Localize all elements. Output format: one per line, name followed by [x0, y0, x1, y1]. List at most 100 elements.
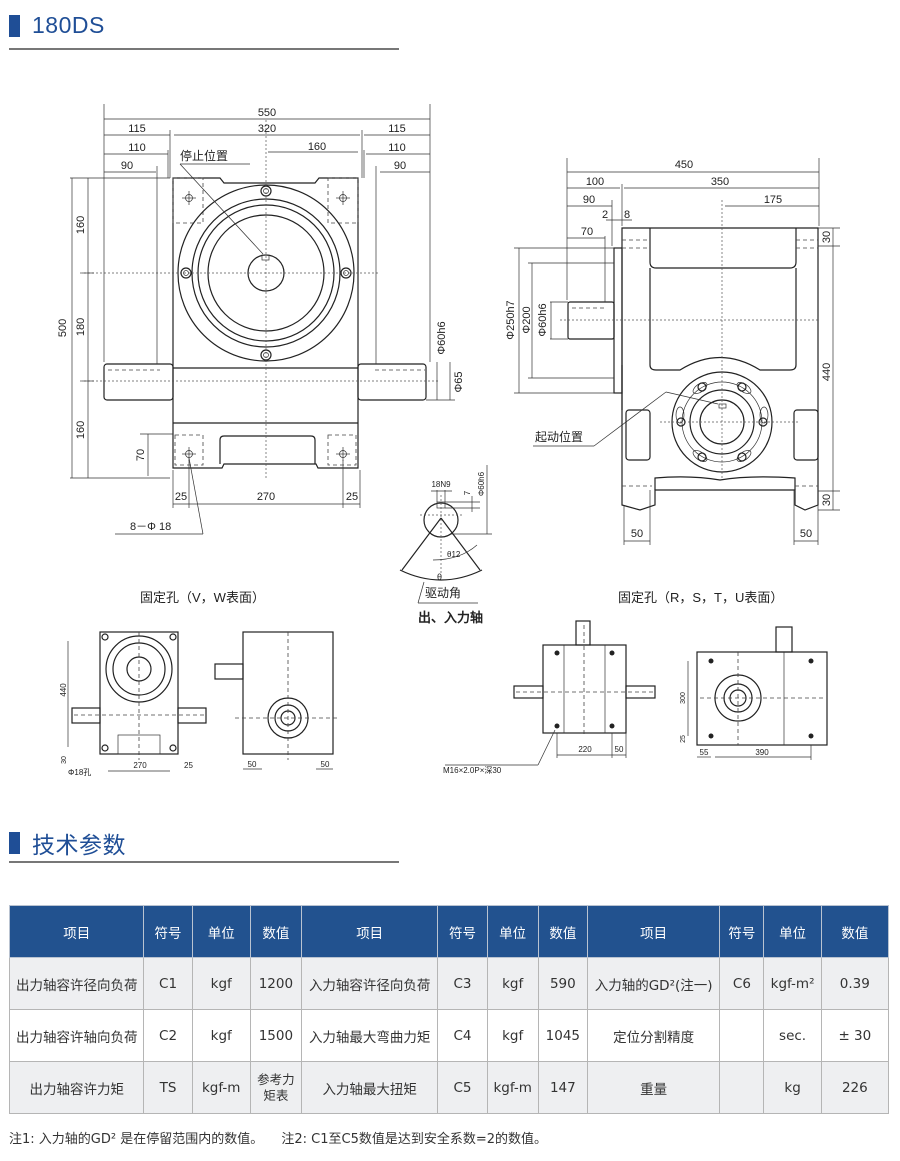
table-cell: C1: [143, 957, 193, 1010]
section-divider: [9, 48, 399, 50]
header-cell: 单位: [763, 905, 822, 958]
dim-phi250h7: Φ250h7: [505, 300, 517, 339]
dim-115-right: 115: [388, 123, 406, 135]
technical-drawing: 550 115 320 115 110 160 110 90 90 停止位置 5…: [57, 104, 840, 777]
header-cell: 数值: [249, 905, 302, 958]
table-cell: kgf-m: [486, 1061, 539, 1114]
table-cell: 重量: [586, 1061, 721, 1114]
table-cell: [719, 1061, 765, 1114]
dim-2: 2: [602, 209, 608, 221]
dim-110-right: 110: [388, 142, 406, 154]
table-cell: 出力轴容许径向负荷: [8, 957, 145, 1010]
dim-110-left: 110: [128, 142, 146, 154]
header-cell: 单位: [486, 905, 539, 958]
rstu-dim-50: 50: [615, 745, 624, 754]
spec-table: 项目 符号 单位 数值 项目 符号 单位 数值 项目 符号 单位 数值 出力轴容…: [8, 905, 890, 1114]
table-row: 出力轴容许径向负荷 C1 kgf 1200 入力轴容许径向负荷 C3 kgf 5…: [8, 957, 890, 1010]
table-cell: 147: [537, 1061, 588, 1114]
dim-100: 100: [586, 176, 604, 188]
table-cell: C4: [437, 1009, 488, 1062]
note-1: 注1: 入力轴的GD² 是在停留范围内的数值。: [9, 1132, 264, 1147]
table-cell: 590: [537, 957, 588, 1010]
dim-25-left: 25: [175, 491, 187, 503]
keyway-label: 18N9: [431, 480, 451, 489]
dim-70: 70: [135, 449, 147, 461]
header-cell: 符号: [437, 905, 488, 958]
table-cell: TS: [143, 1061, 193, 1114]
model-title: 180DS: [32, 12, 105, 38]
hole-label: 8－Φ 18: [130, 521, 171, 533]
vw-dim-440: 440: [59, 683, 68, 697]
dim-phi200: Φ200: [521, 306, 533, 333]
dim-440: 440: [821, 363, 833, 381]
rstu-caption: 固定孔（R，S，T，U表面）: [618, 590, 783, 605]
table-row: 出力轴容许轴向负荷 C2 kgf 1500 入力轴最大弯曲力矩 C4 kgf 1…: [8, 1009, 890, 1062]
table-cell: kgf-m: [191, 1061, 251, 1114]
header-cell: 项目: [8, 905, 145, 958]
rstu-dim-55: 55: [700, 748, 709, 757]
vw-caption: 固定孔（V，W表面）: [140, 590, 265, 605]
dim-8: 8: [624, 209, 630, 221]
dim-25-right: 25: [346, 491, 358, 503]
header-cell: 项目: [586, 905, 721, 958]
dim-90: 90: [583, 194, 595, 206]
dim-90-left: 90: [121, 160, 133, 172]
dim-160-top: 160: [75, 216, 87, 234]
dim-90-right: 90: [394, 160, 406, 172]
thread-label: M16×2.0P×深30: [443, 766, 502, 775]
note-2: 注2: C1至C5数值是达到安全系数=2的数值。: [281, 1132, 548, 1147]
section-header-model: 180DS: [9, 12, 105, 39]
specs-title: 技术参数: [32, 832, 126, 858]
dim-175: 175: [764, 194, 782, 206]
table-cell: kgf: [191, 957, 251, 1010]
table-cell: 0.39: [820, 957, 890, 1010]
vw-dim-25: 25: [184, 761, 193, 770]
table-cell: C3: [437, 957, 488, 1010]
table-cell: 入力轴容许径向负荷: [300, 957, 439, 1010]
table-cell: 定位分割精度: [586, 1009, 721, 1062]
stop-position-label: 停止位置: [180, 148, 228, 163]
dim-350: 350: [711, 176, 729, 188]
table-cell: kg: [763, 1061, 822, 1114]
rstu-dim-220: 220: [578, 745, 592, 754]
table-cell: 参考力矩表: [249, 1061, 302, 1114]
header-cell: 符号: [143, 905, 193, 958]
header-cell: 数值: [537, 905, 588, 958]
accent-bar: [9, 14, 20, 37]
angle-label: θ12: [447, 550, 461, 559]
table-cell: 1500: [249, 1009, 302, 1062]
header-cell: 符号: [719, 905, 765, 958]
table-cell: 入力轴的GD²(注一): [586, 957, 721, 1010]
dim-450: 450: [675, 159, 693, 171]
section-divider: [9, 861, 399, 863]
dim-160-bottom: 160: [75, 421, 87, 439]
table-cell: kgf: [486, 957, 539, 1010]
shaft-caption: 出、入力轴: [418, 610, 483, 625]
table-cell: 出力轴容许轴向负荷: [8, 1009, 145, 1062]
table-cell: 入力轴最大弯曲力矩: [300, 1009, 439, 1062]
table-cell: kgf-m²: [763, 957, 822, 1010]
table-row: 出力轴容许力矩 TS kgf-m 参考力矩表 入力轴最大扭矩 C5 kgf-m …: [8, 1061, 890, 1114]
accent-bar: [9, 832, 20, 854]
header-cell: 数值: [820, 905, 890, 958]
dim-30-top: 30: [821, 231, 833, 243]
vw-side-dim-50-left: 50: [248, 760, 257, 769]
dim-180: 180: [75, 318, 87, 336]
table-cell: 1045: [537, 1009, 588, 1062]
dim-320: 320: [258, 123, 276, 135]
table-cell: 226: [820, 1061, 890, 1114]
table-cell: 入力轴最大扭矩: [300, 1061, 439, 1114]
shaft-diameter-label: Φ60h6: [477, 471, 486, 496]
dim-160: 160: [308, 141, 326, 153]
vw-dim-30: 30: [61, 756, 68, 764]
vw-surface-view: 固定孔（V，W表面） 440 30 Φ18孔 270 25 50 50: [59, 590, 340, 777]
dim-270: 270: [257, 491, 275, 503]
dim-50-right: 50: [800, 528, 812, 540]
table-header-row: 项目 符号 单位 数值 项目 符号 单位 数值 项目 符号 单位 数值: [8, 905, 890, 958]
dim-115-left: 115: [128, 123, 146, 135]
table-cell: C2: [143, 1009, 193, 1062]
table-cell: C6: [719, 957, 765, 1010]
table-cell: [719, 1009, 765, 1062]
table-cell: ± 30: [820, 1009, 890, 1062]
vw-side-dim-50-right: 50: [321, 760, 330, 769]
